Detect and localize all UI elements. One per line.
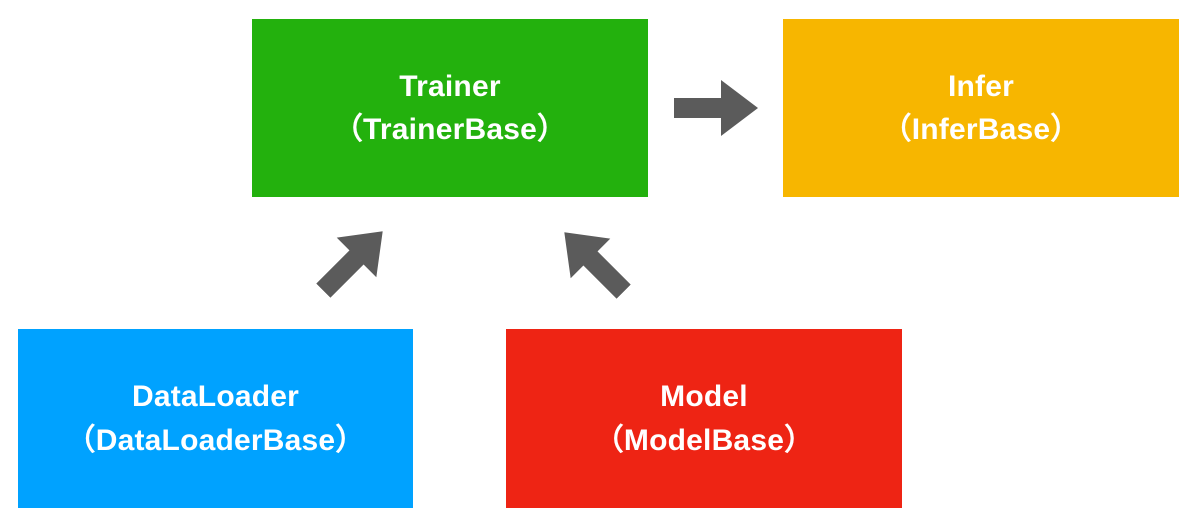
arrow-trainer-to-infer-icon (674, 80, 758, 136)
node-model-title: Model (660, 380, 748, 413)
node-dataloader-subtitle: （DataLoaderBase） (65, 423, 366, 457)
node-dataloader: DataLoader （DataLoaderBase） (18, 329, 413, 508)
node-model: Model （ModelBase） (506, 329, 902, 508)
node-trainer: Trainer （TrainerBase） (252, 19, 648, 197)
node-dataloader-title: DataLoader (131, 380, 300, 413)
node-infer-subtitle: （InferBase） (881, 113, 1081, 146)
node-trainer-title: Trainer (399, 69, 501, 103)
node-trainer-subtitle: （TrainerBase） (332, 113, 568, 146)
node-model-subtitle: （ModelBase） (593, 423, 815, 457)
node-infer: Infer （InferBase） (783, 19, 1179, 197)
arrow-model-to-trainer-icon (564, 232, 631, 299)
arrow-dataloader-to-trainer-icon (316, 231, 383, 298)
node-infer-title: Infer (947, 69, 1014, 103)
